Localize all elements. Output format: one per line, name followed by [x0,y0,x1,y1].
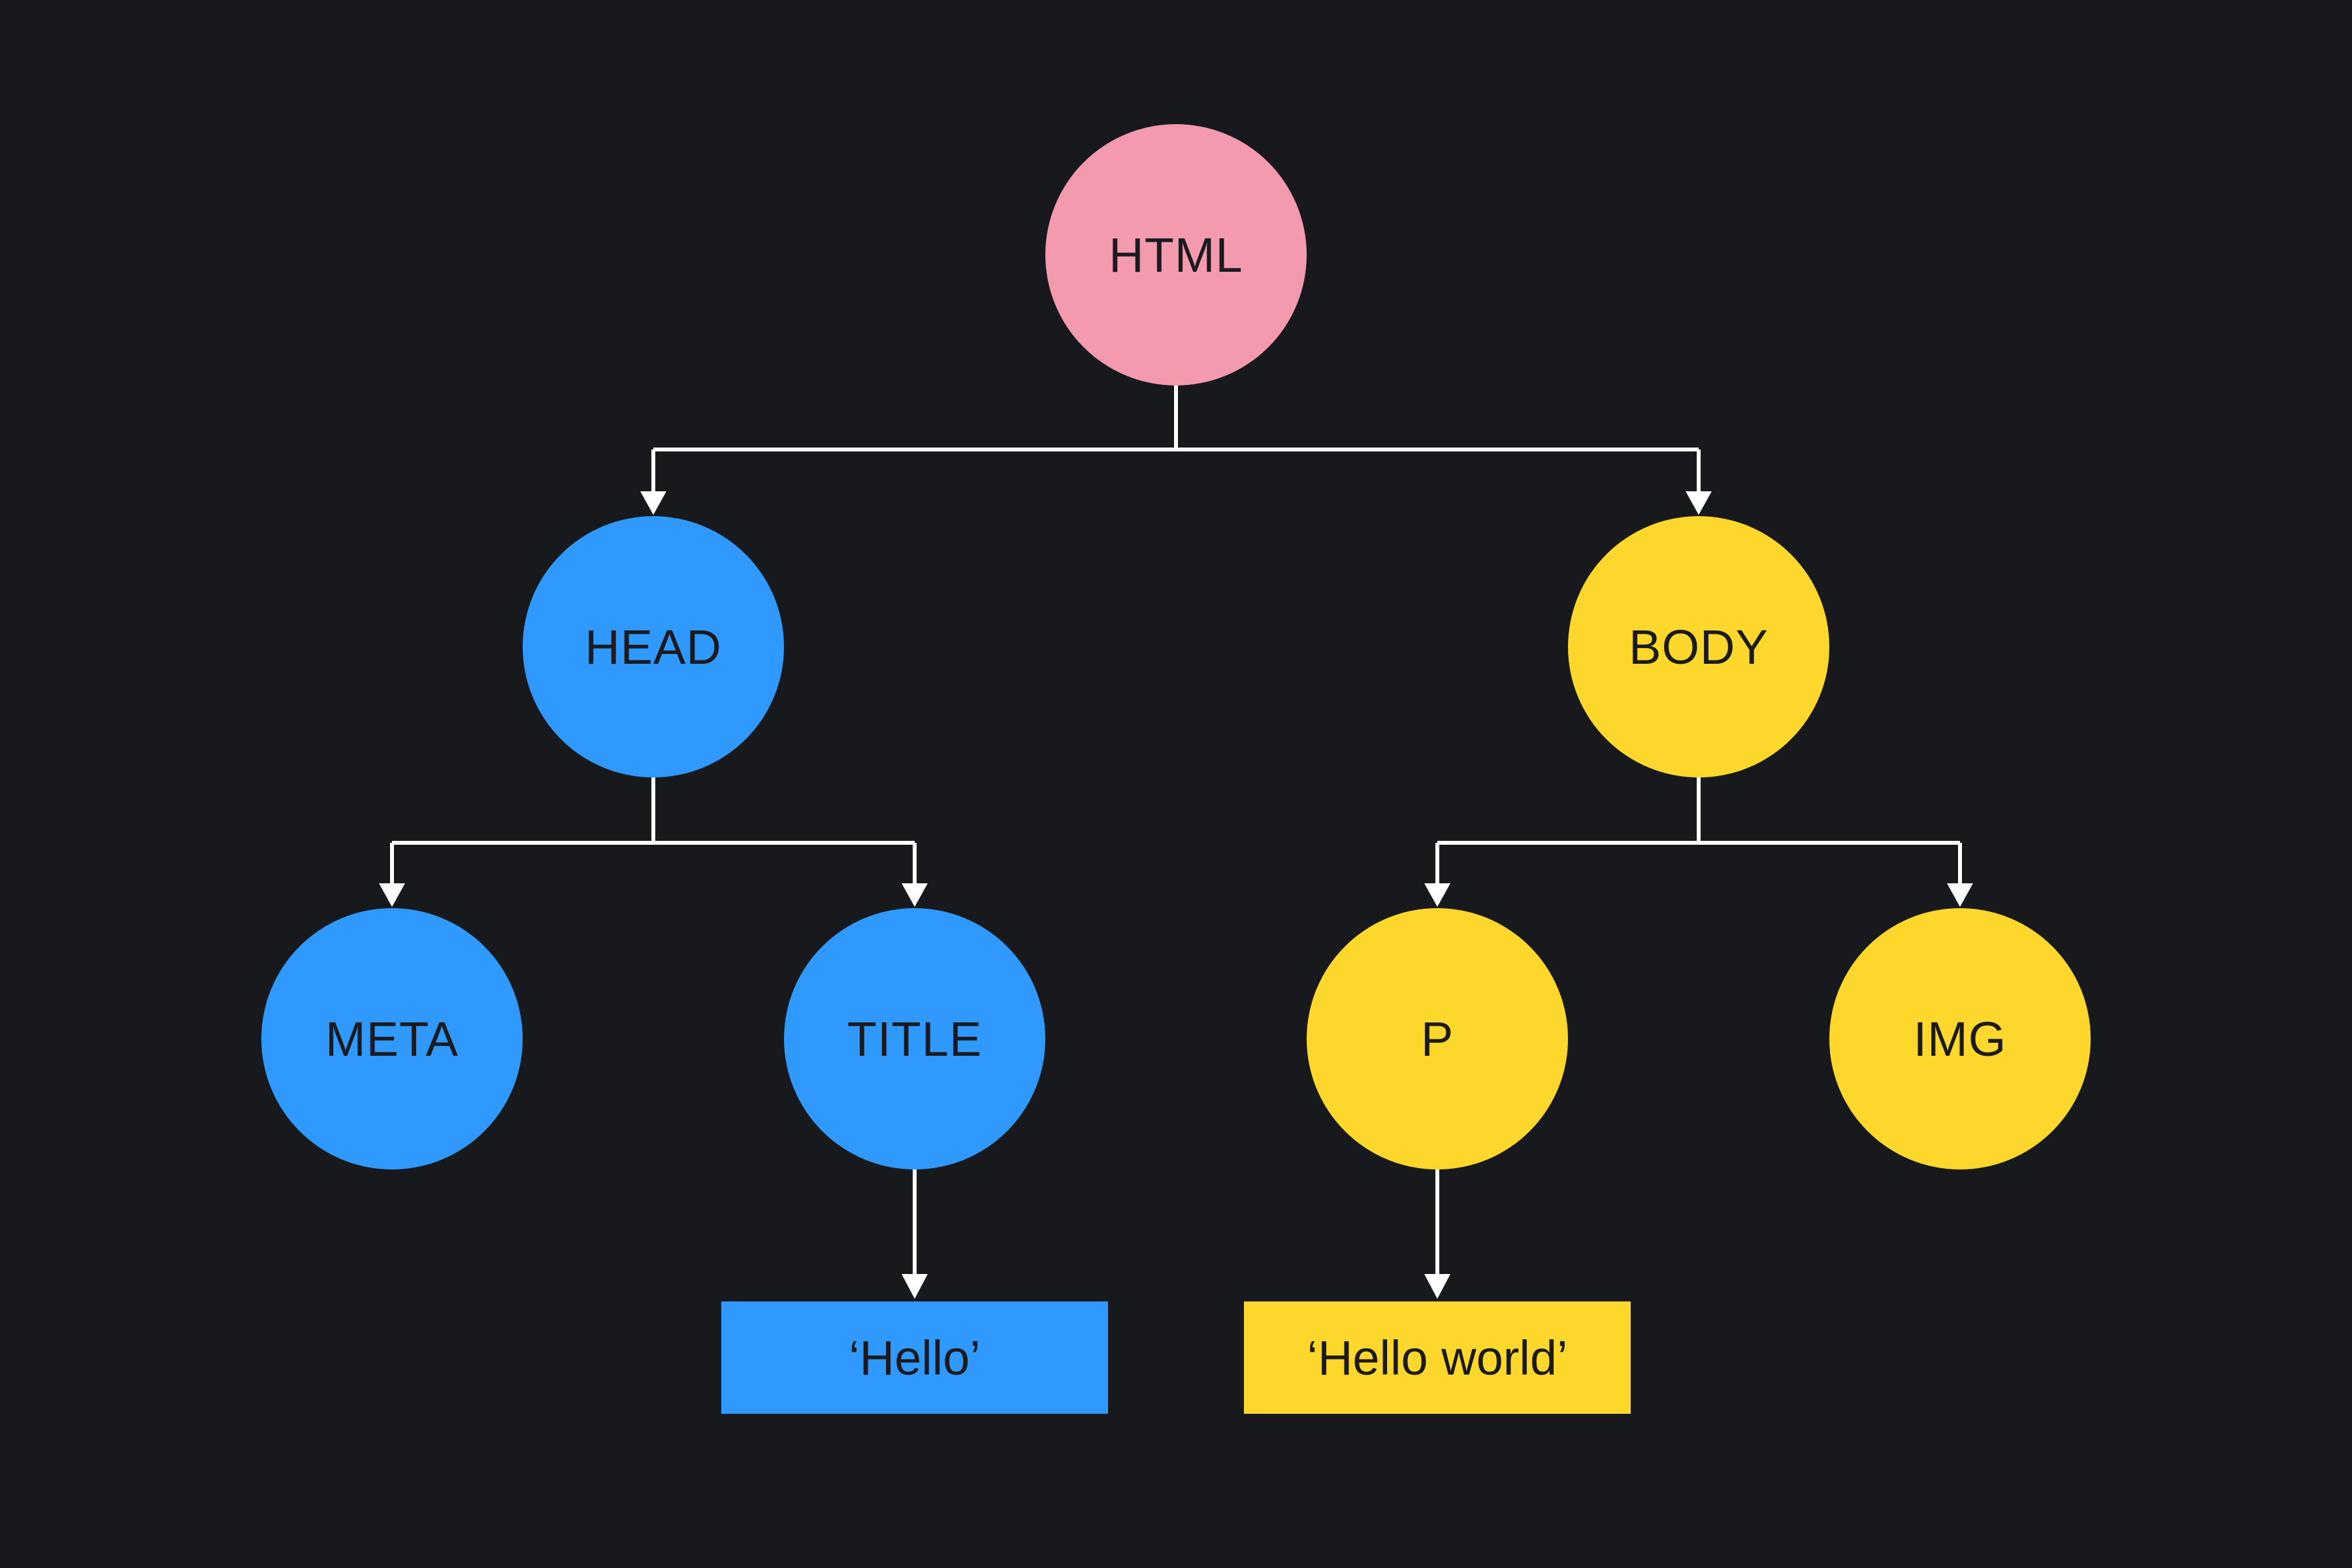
node-html-label: HTML [1109,227,1243,282]
node-img: IMG [1829,908,2091,1169]
node-body: BODY [1568,516,1829,777]
node-html: HTML [1045,124,1307,385]
node-img-label: IMG [1913,1011,2007,1066]
arrowhead-to-title [902,883,928,907]
node-body-label: BODY [1629,619,1769,674]
arrowhead-to-p [1424,883,1450,907]
node-title-label: TITLE [847,1011,983,1066]
text-node-hello-world-label: ‘Hello world’ [1307,1330,1568,1385]
text-node-hello-label: ‘Hello’ [849,1330,981,1385]
node-meta-label: META [325,1011,459,1066]
node-title: TITLE [784,908,1045,1169]
arrowhead-to-img [1947,883,1973,907]
node-meta: META [261,908,523,1169]
arrowhead-to-hello [902,1274,928,1299]
node-head: HEAD [523,516,784,777]
arrowhead-to-head [640,491,666,515]
node-p-label: P [1420,1011,1454,1066]
arrowhead-to-body [1686,491,1712,515]
text-node-hello: ‘Hello’ [721,1301,1108,1414]
arrowhead-to-hello-world [1424,1274,1450,1299]
arrowhead-to-meta [379,883,405,907]
edge-html-children [651,385,1701,494]
node-head-label: HEAD [585,619,722,674]
edge-head-children [390,777,917,886]
edge-body-children [1435,777,1962,886]
edge-leaf-text [913,1169,1439,1277]
text-node-hello-world: ‘Hello world’ [1244,1301,1631,1414]
node-p: P [1307,908,1568,1169]
